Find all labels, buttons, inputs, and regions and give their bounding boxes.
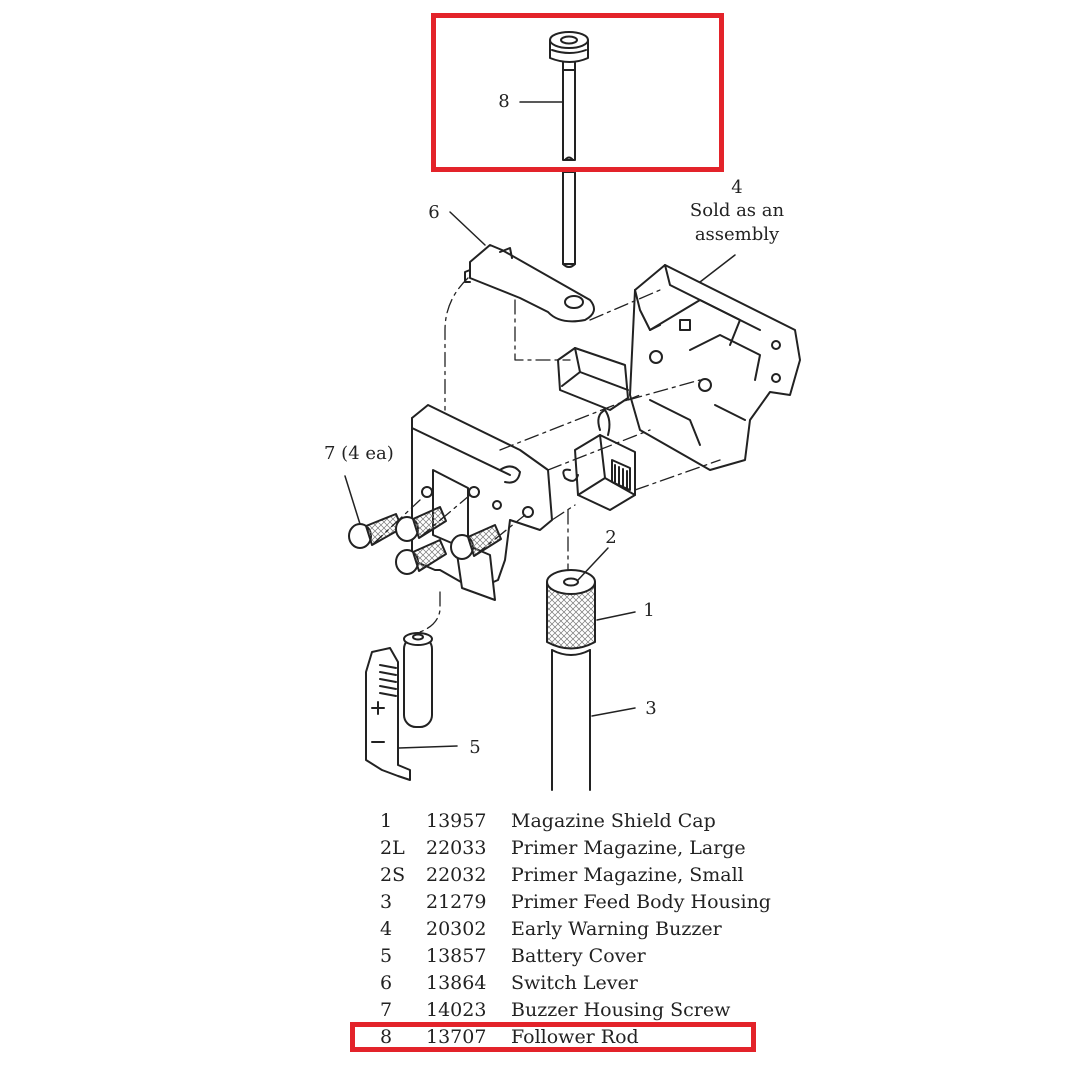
callout-4-text-line2: assembly — [694, 224, 780, 245]
parts-list: 1 13957 Magazine Shield Cap 2L 22033 Pri… — [380, 808, 800, 1051]
screw-c — [395, 539, 447, 575]
callout-4-text-line1: Sold as an — [689, 200, 785, 221]
item-number: 6 — [380, 972, 393, 994]
parts-row: 5 13857 Battery Cover — [380, 943, 800, 970]
callout-2: 2 — [605, 527, 617, 548]
follower-rod-part-8 — [549, 31, 589, 268]
highlight-box-follower-rod-diagram — [431, 13, 724, 172]
leader-lines — [344, 101, 736, 749]
part-number: 13957 — [426, 810, 487, 832]
part-number: 20302 — [426, 918, 487, 940]
item-number: 7 — [380, 999, 393, 1021]
part-description: Follower Rod — [511, 1026, 639, 1048]
part-description: Buzzer Housing Screw — [511, 999, 731, 1021]
parts-row: 3 21279 Primer Feed Body Housing — [380, 889, 800, 916]
screw-b — [395, 506, 447, 542]
parts-row: 4 20302 Early Warning Buzzer — [380, 916, 800, 943]
part-number: 22033 — [426, 837, 487, 859]
part-description: Magazine Shield Cap — [511, 810, 716, 832]
part-number: 22032 — [426, 864, 487, 886]
callout-8: 8 — [498, 91, 510, 112]
buzzer-cube — [562, 409, 636, 511]
callout-7: 7 (4 ea) — [324, 443, 394, 464]
item-number: 1 — [380, 810, 393, 832]
item-number: 8 — [380, 1026, 393, 1048]
screw-a — [348, 513, 403, 549]
parts-row-highlighted: 8 13707 Follower Rod — [380, 1024, 800, 1051]
parts-row: 2L 22033 Primer Magazine, Large — [380, 835, 800, 862]
micro-switch — [557, 347, 629, 411]
item-number: 2S — [380, 864, 406, 886]
item-number: 3 — [380, 891, 393, 913]
primer-feed-tube-part-3 — [551, 649, 591, 791]
part-number: 21279 — [426, 891, 487, 913]
part-number: 13864 — [426, 972, 487, 994]
callout-4-number: 4 — [731, 177, 743, 198]
item-number: 5 — [380, 945, 393, 967]
callout-3: 3 — [645, 698, 657, 719]
item-number: 2L — [380, 837, 405, 859]
screw-d — [450, 524, 502, 560]
part-number: 13857 — [426, 945, 487, 967]
part-description: Switch Lever — [511, 972, 638, 994]
part-description: Early Warning Buzzer — [511, 918, 722, 940]
battery — [403, 632, 433, 728]
part-description: Battery Cover — [511, 945, 646, 967]
parts-row: 2S 22032 Primer Magazine, Small — [380, 862, 800, 889]
magazine-shield-cap-part-1 — [546, 569, 596, 650]
highlight-box-follower-rod-row — [350, 1022, 756, 1052]
part-description: Primer Magazine, Large — [511, 837, 746, 859]
part-number: 13707 — [426, 1026, 487, 1048]
callout-1: 1 — [643, 600, 655, 621]
parts-row: 7 14023 Buzzer Housing Screw — [380, 997, 800, 1024]
parts-row: 1 13957 Magazine Shield Cap — [380, 808, 800, 835]
screws-part-7 — [348, 506, 502, 575]
exploded-parts-diagram — [344, 31, 801, 791]
callout-5: 5 — [469, 737, 481, 758]
item-number: 4 — [380, 918, 393, 940]
assembly-guide-lines — [371, 277, 721, 633]
part-description: Primer Magazine, Small — [511, 864, 744, 886]
callout-6: 6 — [428, 202, 440, 223]
part-number: 14023 — [426, 999, 487, 1021]
battery-cover-part-5 — [365, 647, 411, 781]
main-plate — [411, 404, 553, 601]
part-description: Primer Feed Body Housing — [511, 891, 771, 913]
switch-lever-part-6 — [464, 244, 595, 323]
buzzer-housing-part-4 — [629, 264, 801, 471]
parts-row: 6 13864 Switch Lever — [380, 970, 800, 997]
